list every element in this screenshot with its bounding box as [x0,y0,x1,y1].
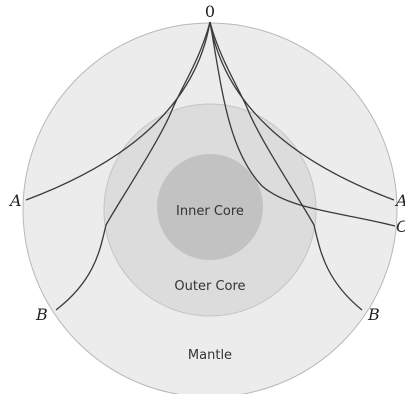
ray-to-right-a [209,21,395,201]
ray-to-left-b [55,21,211,311]
outer-core-label: Outer Core [174,279,245,294]
mantle-label: Mantle [188,348,232,363]
right-a-label: A [394,191,405,210]
seismic-rays [25,21,396,311]
left-b-label: B [35,305,48,324]
inner-core-layer [157,154,263,260]
inner-core-label: Inner Core [176,204,244,219]
ray-to-right-c [209,21,396,227]
right-b-label: B [367,305,380,324]
ray-to-right-b [209,21,363,311]
ray-to-left-a [25,21,211,201]
right-c-label: C [396,217,405,236]
source-point-label: 0 [205,2,215,21]
left-a-label: A [8,191,22,210]
